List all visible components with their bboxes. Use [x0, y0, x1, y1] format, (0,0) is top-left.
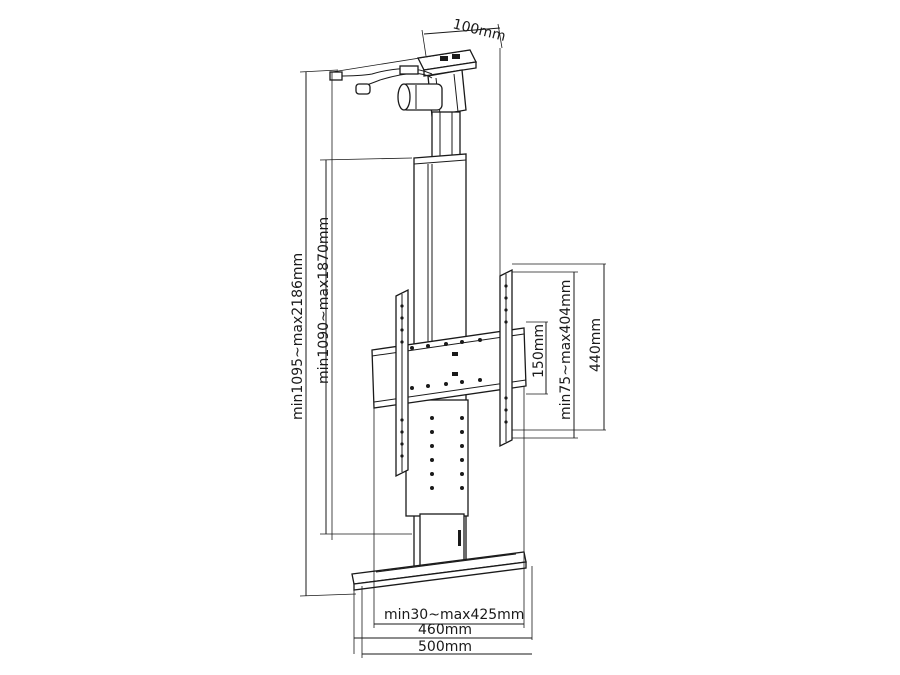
- dim-overall-height-label: min1095~max2186mm: [290, 253, 306, 420]
- right-vesa-arm: [499, 268, 513, 448]
- dim-top-width: 100mm: [331, 16, 507, 73]
- left-vesa-arm: [395, 288, 409, 478]
- column-holes: [430, 416, 464, 546]
- dim-column-height-label: min1090~max1870mm: [316, 217, 332, 384]
- dim-top-width-label: 100mm: [451, 16, 507, 45]
- dim-vesa-horizontal: min30~max425mm: [373, 386, 524, 628]
- dim-base-outer: 500mm: [361, 586, 532, 658]
- motor-assembly: [329, 49, 477, 161]
- dim-base-inner: 460mm: [353, 566, 533, 654]
- dim-overall-height: min1095~max2186mm: [290, 48, 501, 597]
- dim-bracket-height: 440mm: [512, 263, 606, 431]
- dim-vesa-horizontal-label: min30~max425mm: [384, 607, 524, 623]
- dim-vesa-150: 150mm: [526, 321, 548, 395]
- dim-base-outer-label: 500mm: [418, 639, 472, 655]
- dim-base-inner-label: 460mm: [418, 622, 472, 638]
- dim-bracket-height-label: 440mm: [588, 318, 604, 372]
- base-plate: [351, 551, 527, 591]
- dim-column-height: min1090~max1870mm: [316, 157, 413, 535]
- dim-vesa-150-label: 150mm: [531, 324, 547, 378]
- dim-vesa-vertical-label: min75~max404mm: [558, 280, 574, 420]
- dim-vesa-vertical: min75~max404mm: [512, 271, 578, 439]
